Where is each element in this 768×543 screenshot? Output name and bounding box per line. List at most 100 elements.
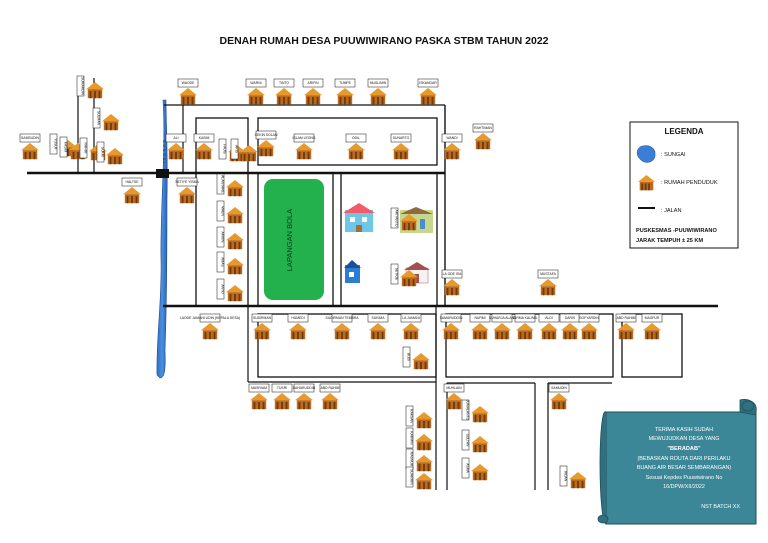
river-legend-icon	[636, 145, 656, 163]
house-label: CEKIN SOLAN	[255, 133, 278, 137]
house-marker: AMRIN	[216, 226, 244, 250]
legend-distance: JARAK TEMPUH ± 25 KM	[636, 238, 703, 244]
house-icon	[123, 187, 141, 204]
house-marker: MAGFUR	[641, 313, 663, 340]
football-field: LAPANGAN BOLA	[264, 179, 324, 300]
house-marker: SUHARJA ALANI	[489, 313, 515, 340]
house-icon	[102, 114, 120, 131]
house-label: MAEN	[221, 206, 225, 216]
legend-road-label: : JALAN	[661, 208, 682, 214]
house-marker: TUSRI	[271, 383, 293, 410]
house-label: ABD RAHIM	[617, 316, 636, 320]
house-label: WAODE	[182, 81, 195, 85]
house-marker: WAODE	[177, 78, 199, 105]
house-marker: LA JUMANI	[400, 313, 422, 340]
house-icon	[257, 140, 275, 157]
house-marker: ALI	[165, 133, 187, 160]
house-label: AMAS	[221, 257, 225, 267]
house-icon	[539, 279, 557, 296]
house-marker: ARIS	[230, 138, 258, 162]
house-icon	[336, 88, 354, 105]
house-icon	[402, 323, 420, 340]
house-marker: HUMEDI	[287, 313, 309, 340]
public-buildings	[343, 203, 433, 284]
house-icon	[201, 323, 219, 340]
house-label: YUSUF	[54, 138, 58, 150]
house-label: SUHARJA ALANI	[489, 316, 515, 320]
field-label: LAPANGAN BOLA	[285, 209, 294, 271]
house-marker: ABD RAHIM	[319, 383, 341, 410]
banner-line-7: 16/DPW/XII/2022	[663, 484, 705, 490]
house-marker: TUMPE	[334, 78, 356, 105]
house-icon	[419, 88, 437, 105]
house-label: ASMA	[466, 463, 470, 473]
house-icon	[550, 393, 568, 410]
house-label: HUMEDI	[291, 316, 304, 320]
banner-line-2: MEWUJUDKAN DESA YANG	[649, 436, 720, 442]
house-icon	[273, 393, 291, 410]
house-icon	[471, 464, 489, 481]
house-label: AMRIN	[221, 232, 225, 243]
house-icon	[295, 143, 313, 160]
legend-puskesmas: PUSKESMAS -PUUWIWIRANO	[636, 228, 717, 234]
house-icon	[226, 207, 244, 224]
house-label: ARIFIN	[307, 81, 319, 85]
house-icon	[617, 323, 635, 340]
banner-line-5: BUANG AIR BESAR SEMBARANGAN)	[637, 465, 732, 471]
house-label: RAHIM	[84, 143, 88, 154]
house-marker: DARIS	[559, 313, 581, 340]
house-marker: SUKRI	[96, 141, 124, 165]
house-label: SUMARDIN	[81, 77, 85, 96]
house-icon	[442, 323, 460, 340]
house-icon	[561, 323, 579, 340]
river: SUNGAI	[156, 99, 168, 379]
house-marker: SOFYARDIN	[578, 313, 599, 340]
legend-river-label: : SUNGAI	[661, 152, 686, 158]
house-marker: SUARMIN	[405, 466, 433, 490]
house-icon	[304, 88, 322, 105]
house-marker: ABD RAHIM	[615, 313, 637, 340]
house-marker: KARMIN	[405, 427, 433, 451]
house-label: LAODE JAMANI UDIN (KEPALA DESA)	[180, 316, 240, 320]
house-label: ISKANDAR	[419, 81, 437, 85]
house-icon	[86, 82, 104, 99]
house-icon	[643, 323, 661, 340]
house-icon	[540, 323, 558, 340]
house-label: SETIOE	[395, 268, 399, 281]
house-icon	[275, 88, 293, 105]
house-icon	[471, 323, 489, 340]
house-icon	[580, 323, 598, 340]
house-marker: MASNUR	[405, 448, 433, 472]
house-marker: JUMALANTO	[461, 399, 489, 423]
house-icon	[412, 353, 430, 370]
house-label: KASIM	[64, 142, 68, 153]
house-icon	[347, 143, 365, 160]
house-label: KASIM	[199, 136, 210, 140]
house-marker: SAMARUDDIN	[440, 313, 463, 340]
house-marker: ODIL	[345, 133, 367, 160]
house-marker: WANDI	[441, 133, 463, 160]
house-label: RAHTIMAN	[474, 126, 492, 130]
house-label: ISLAM LEONG	[293, 136, 316, 140]
house-label: SUKIMA	[372, 316, 386, 320]
house-icon	[106, 148, 124, 165]
house-label: SAMSUDIN	[21, 136, 39, 140]
house-marker: SAMUDIN	[548, 383, 570, 410]
house-icon	[415, 473, 433, 490]
house-label: SUKRI	[101, 147, 105, 157]
house-label: JUMALANTO	[466, 400, 470, 421]
house-label: ALANTARE	[221, 175, 225, 193]
house-marker: HALTSE	[121, 177, 143, 204]
house-marker: BUDI	[402, 346, 430, 370]
house-icon	[247, 88, 265, 105]
house-icon	[415, 412, 433, 429]
house-icon	[400, 214, 418, 231]
house-label: SAHARUDDIN	[293, 386, 316, 390]
house-label: SUARMIN	[410, 469, 414, 485]
house-marker: MAEN	[216, 200, 244, 224]
house-marker: RAHTIMAN	[472, 123, 494, 150]
house-icon	[295, 393, 313, 410]
house-icon	[226, 258, 244, 275]
house-label: HALTSE	[126, 180, 140, 184]
house-label: ABD RAHIM	[321, 386, 340, 390]
